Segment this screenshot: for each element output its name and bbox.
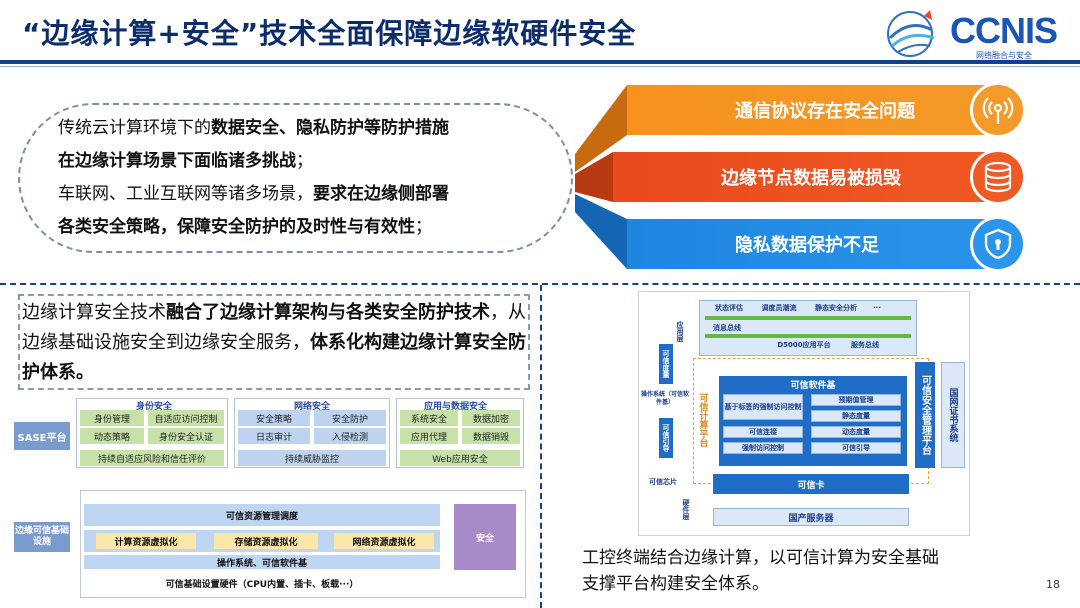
- identity-cell: 自适应访问控制: [148, 410, 224, 426]
- page-number: 18: [1046, 578, 1060, 591]
- challenge-bubble: [18, 103, 573, 253]
- bubble-line2-plain: ；: [296, 151, 313, 171]
- identity-cell: 身份管理: [80, 410, 144, 426]
- tsb-item: 静态度量: [811, 410, 901, 422]
- page-title: “边缘计算+安全”技术全面保障边缘软硬件安全: [22, 17, 637, 50]
- app-cell: 应用代理: [400, 428, 458, 444]
- bubble-line2-bold: 在边缘计算场景下面临诸多挑战: [58, 151, 296, 171]
- security-block: 安全: [454, 504, 516, 570]
- sase-platform-label: SASE平台: [14, 422, 70, 450]
- bubble-line1-plain: 传统云计算环境下的: [58, 118, 211, 138]
- logo-name: CCNIS: [950, 10, 1058, 51]
- problem-bar-protocol: 通信协议存在安全问题: [627, 82, 1026, 138]
- domestic-server: 国产服务器: [713, 508, 909, 526]
- network-bottom-cell: 持续威胁监控: [238, 450, 386, 466]
- signal-icon: [970, 82, 1026, 138]
- network-security-heading: 网络安全: [294, 402, 331, 412]
- os-label: 操作系统（可信软件基）: [641, 391, 690, 406]
- network-cell: 安全防护: [314, 410, 386, 426]
- network-virt: 网络资源虚拟化: [334, 533, 434, 549]
- bubble-line4-bold: 各类安全策略，保障安全防护的及时性与有效性: [58, 217, 415, 237]
- app-cell: 系统安全: [400, 410, 458, 426]
- ccnis-logo: CCNIS 网络融合与安全: [880, 8, 1060, 60]
- storage-virt: 存储资源虚拟化: [214, 533, 318, 549]
- tech-summary-text: 边缘计算安全技术融合了边缘计算架构与各类安全防护技术，从边缘基础设施安全到边缘安…: [22, 298, 528, 388]
- green-bar: [705, 334, 911, 338]
- edge-infra-frame: [80, 490, 526, 598]
- identity-cell: 动态策略: [80, 428, 144, 444]
- top-item: ···: [873, 304, 881, 312]
- tech-bold-2: 体系化构建边缘计算安全防护体系。: [22, 332, 526, 383]
- bubble-line1-bold: 数据安全、隐私防护等防护措施: [211, 118, 449, 138]
- tsb-item: 预期值管理: [811, 394, 901, 406]
- service-bus-label: 服务总线: [851, 341, 879, 349]
- database-icon: [970, 149, 1026, 205]
- title-rule-thin: [0, 66, 1080, 67]
- tsb-item: 强制访问控制: [723, 442, 803, 454]
- horizontal-divider: [0, 283, 1080, 285]
- top-item: 调度员潮流: [761, 304, 797, 312]
- network-cell: 安全策略: [238, 410, 310, 426]
- tsb-item: 可信引导: [811, 442, 901, 454]
- tsb-label: 可信软件基: [790, 380, 836, 391]
- sec-mgmt-platform: 可信安全管理平台: [915, 362, 935, 468]
- cert-system: 国网证书系统: [941, 362, 965, 468]
- problem-bar-data: 边缘节点数据易被损毁: [613, 149, 1026, 205]
- caption-line-1: 工控终端结合边缘计算，以可信计算为安全基础: [582, 548, 939, 568]
- platform-label: D5000应用平台: [777, 341, 831, 349]
- bubble-line3-bold: 要求在边缘侧部署: [313, 184, 449, 204]
- network-cell: 日志审计: [238, 428, 310, 444]
- title-rule: [0, 60, 1080, 64]
- tech-plain-2: ，从边缘基础设施安全到边缘安全服务，: [22, 302, 526, 353]
- os-bar: 操作系统、可信软件基: [84, 555, 440, 569]
- app-layer-label: 应用层: [676, 320, 684, 342]
- globe-icon: [887, 10, 935, 57]
- bubble-line3-plain: 车联网、工业互联网等诸多场景，: [58, 184, 313, 204]
- tsb-item: 可信连接: [723, 426, 803, 438]
- app-security-heading: 应用与数据安全: [424, 402, 488, 412]
- shield-lock-icon: [970, 216, 1026, 272]
- green-bar: [705, 316, 911, 320]
- funnel-connector: [575, 85, 627, 269]
- tsb-item: 动态度量: [811, 426, 901, 438]
- app-cell: 数据加密: [462, 410, 520, 426]
- compute-virt: 计算资源虚拟化: [96, 533, 196, 549]
- tech-summary-box: [18, 294, 530, 390]
- edge-infra-label: 边缘可信基础设施: [14, 522, 70, 552]
- caption-line-2: 支撑平台构建安全体系。: [582, 574, 769, 594]
- vertical-divider: [540, 285, 542, 608]
- bubble-line4-plain: ；: [415, 217, 432, 237]
- app-cell: 数据销毁: [462, 428, 520, 444]
- logo-subtitle: 网络融合与安全: [976, 51, 1032, 60]
- tech-bold-1: 融合了边缘计算架构与各类安全防护技术: [166, 302, 490, 323]
- top-item: 状态评估: [715, 304, 743, 312]
- msg-bus-label: 消息总线: [713, 323, 741, 332]
- diagram-caption: 工控终端结合边缘计算，以可信计算为安全基础 支撑平台构建安全体系。: [582, 545, 939, 597]
- trust-chip-label: 可信芯片: [649, 478, 677, 486]
- tech-plain-1: 边缘计算安全技术: [22, 302, 166, 323]
- hw-layer-label: 硬件层: [682, 498, 690, 520]
- trusted-computing-diagram: 应用层 状态评估 调度员潮流 静态安全分析 ··· 消息总线 D5000应用平台…: [638, 291, 970, 536]
- problem-label-data: 边缘节点数据易被损毁: [721, 168, 901, 189]
- identity-bottom-cell: 持续自适应风险和信任评价: [80, 450, 224, 466]
- top-item: 静态安全分析: [815, 304, 857, 312]
- identity-security-heading: 身份安全: [136, 402, 173, 412]
- tc-platform-label: 可信计算平台: [697, 393, 708, 447]
- identity-cell: 身份安全认证: [148, 428, 224, 444]
- trust-card: 可信卡: [713, 474, 909, 494]
- problem-label-protocol: 通信协议存在安全问题: [735, 101, 915, 122]
- problem-bar-privacy: 隐私数据保护不足: [627, 216, 1026, 272]
- app-layer-frame: [699, 300, 917, 356]
- resource-mgmt-bar: 可信资源管理调度: [84, 504, 440, 526]
- hardware-bar: 可信基础设置硬件（CPU内置、插卡、板载···）: [84, 572, 440, 594]
- challenge-text: 传统云计算环境下的数据安全、隐私防护等防护措施 在边缘计算场景下面临诸多挑战； …: [58, 112, 538, 244]
- problem-label-privacy: 隐私数据保护不足: [735, 235, 879, 256]
- network-cell: 入侵检测: [314, 428, 386, 444]
- trust-boot-label: 可信引导: [659, 418, 673, 458]
- trust-measure-label: 可信度量: [659, 344, 673, 384]
- app-bottom-cell: Web应用安全: [400, 450, 520, 466]
- tsb-item: 基于标签的强制访问控制: [723, 394, 803, 420]
